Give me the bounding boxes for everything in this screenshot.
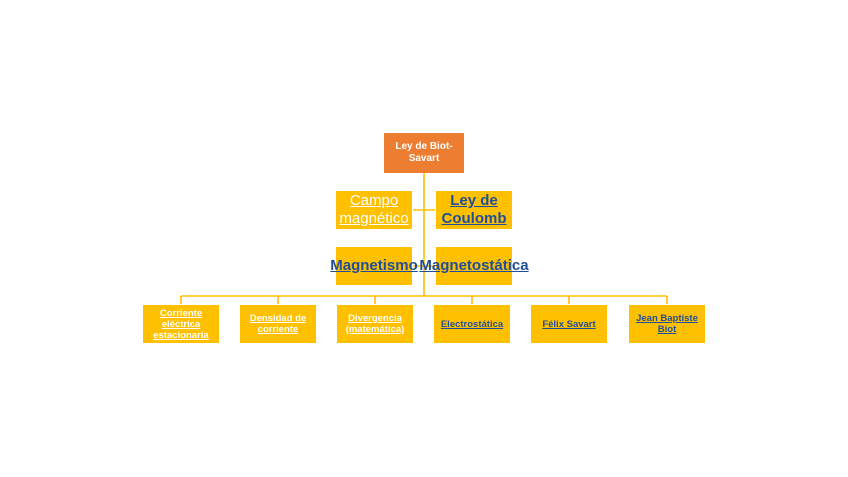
node-label: Ley de Coulomb — [441, 192, 507, 227]
node-felix-savart[interactable]: Félix Savart — [530, 304, 608, 344]
root-label: Ley de Biot-Savart — [395, 141, 453, 164]
node-electrostatica[interactable]: Electrostática — [433, 304, 511, 344]
node-campo-magnetico[interactable]: Campo magnético — [335, 190, 413, 230]
node-jean-baptiste-biot[interactable]: Jean Baptiste Biot — [628, 304, 706, 344]
node-magnetostatica[interactable]: Magnetostática — [419, 246, 529, 286]
node-label: Corriente eléctrica estacionaria — [153, 307, 209, 341]
node-label: Densidad de corriente — [249, 313, 307, 335]
node-label: Félix Savart — [542, 318, 596, 330]
node-label: Magnetostática — [419, 257, 529, 274]
root-node: Ley de Biot-Savart — [384, 133, 464, 173]
node-magnetismo[interactable]: Magnetismo — [330, 246, 418, 286]
node-densidad-de-corriente[interactable]: Densidad de corriente — [239, 304, 317, 344]
node-label: Jean Baptiste Biot — [636, 313, 698, 335]
node-corriente-electrica-estacionaria[interactable]: Corriente eléctrica estacionaria — [142, 304, 220, 344]
node-label: Electrostática — [440, 318, 504, 330]
node-label: Campo magnético — [339, 192, 409, 227]
node-divergencia-matematica[interactable]: Divergencia (matemática) — [336, 304, 414, 344]
node-ley-de-coulomb[interactable]: Ley de Coulomb — [435, 190, 513, 230]
node-label: Divergencia (matemática) — [345, 313, 405, 335]
node-label: Magnetismo — [330, 257, 418, 274]
